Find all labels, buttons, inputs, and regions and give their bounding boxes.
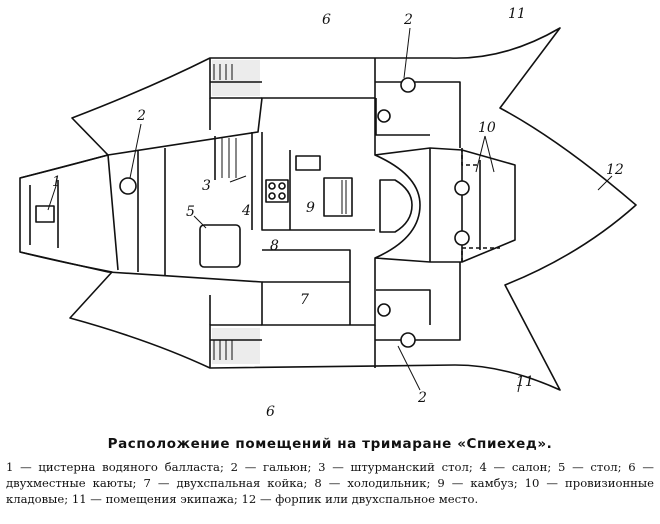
head-circle-upper <box>400 77 416 93</box>
label-saloon: 4 <box>241 203 251 219</box>
label-table: 5 <box>186 204 195 220</box>
galley-sink <box>295 155 321 171</box>
caption-legend: 1 — цистерна водяного балласта; 2 — галь… <box>6 460 654 506</box>
caption-title: Расположение помещений на тримаране «Спи… <box>107 436 553 452</box>
store-circle-upper <box>454 180 470 196</box>
table-shape <box>199 224 241 268</box>
label-galley: 9 <box>306 200 315 216</box>
label-store: 10 <box>478 120 496 136</box>
store-circle-lower <box>454 230 470 246</box>
label-head-upper: 2 <box>403 12 413 28</box>
cistern-box <box>35 205 55 223</box>
head-circle-lower <box>400 332 416 348</box>
label-head-lower: 2 <box>417 390 427 406</box>
trimaran-plan: 1 2 2 2 3 4 5 6 6 7 8 9 10 11 11 12 <box>19 6 637 420</box>
label-chart-table: 3 <box>202 178 211 194</box>
label-cistern: 1 <box>52 174 61 190</box>
head-circle-main <box>119 177 137 195</box>
label-head-main: 2 <box>136 108 146 124</box>
label-crew-lower: 11 <box>516 374 534 390</box>
label-crew-upper: 11 <box>508 6 526 22</box>
label-cabin-upper: 6 <box>322 12 331 28</box>
label-double-berth: 7 <box>300 292 309 308</box>
galley-counter <box>323 177 353 217</box>
galley-stove <box>265 179 289 203</box>
label-cabin-lower: 6 <box>266 404 275 420</box>
label-fridge: 8 <box>270 238 279 254</box>
main-hull <box>19 97 516 326</box>
label-forepeak: 12 <box>606 162 624 178</box>
